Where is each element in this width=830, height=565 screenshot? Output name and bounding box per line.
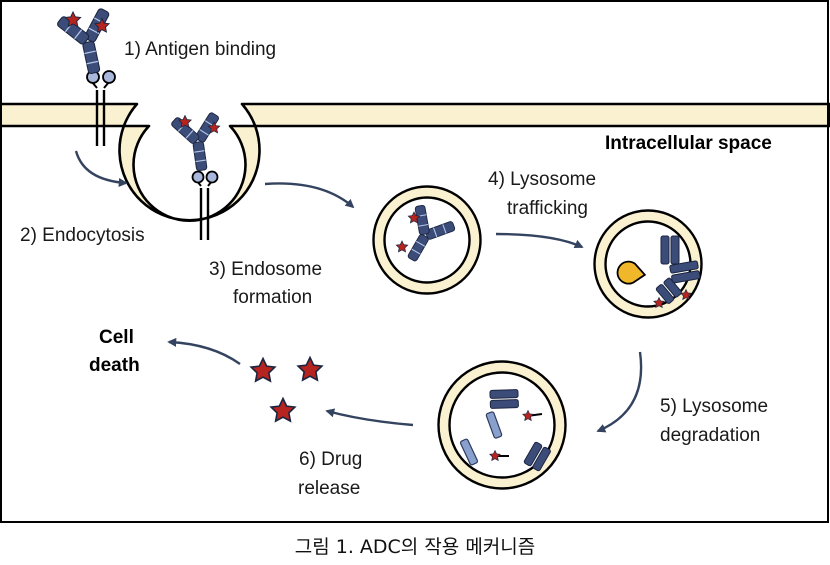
label-antigen-binding: 1) Antigen binding bbox=[124, 39, 276, 60]
receptor-endocytosis bbox=[191, 170, 219, 240]
endosome bbox=[372, 185, 482, 295]
arrows bbox=[74, 150, 643, 433]
label-intracellular-space: Intracellular space bbox=[605, 133, 772, 154]
label-lysosome-trafficking-1: 4) Lysosome bbox=[488, 169, 596, 190]
arrow-endocytosis bbox=[74, 150, 128, 187]
lysosome-trafficking bbox=[593, 209, 703, 319]
label-cell-death-2: death bbox=[89, 355, 140, 376]
cell-membrane bbox=[0, 102, 830, 222]
released-payload bbox=[250, 356, 323, 422]
label-cell-death-1: Cell bbox=[99, 327, 134, 348]
label-lysosome-trafficking-2: trafficking bbox=[507, 198, 588, 219]
lysosome-degradation bbox=[437, 360, 567, 490]
figure-border bbox=[0, 0, 829, 523]
label-drug-release-2: release bbox=[298, 478, 360, 499]
label-lysosome-degradation-2: degradation bbox=[660, 425, 760, 446]
adc-antibody-step2 bbox=[168, 110, 228, 175]
adc-antibody-step1 bbox=[54, 5, 122, 80]
arrow-trafficking bbox=[495, 232, 584, 249]
arrow-degradation bbox=[596, 351, 643, 433]
receptor-surface bbox=[86, 70, 116, 146]
arrow-endosome bbox=[264, 182, 355, 209]
label-endosome-formation-1: 3) Endosome bbox=[209, 259, 322, 280]
arrow-release bbox=[325, 408, 414, 427]
lysosomal-enzyme bbox=[616, 260, 647, 285]
figure-caption: 그림 1. ADC의 작용 메커니즘 bbox=[295, 536, 536, 558]
label-endocytosis: 2) Endocytosis bbox=[20, 225, 145, 246]
label-drug-release-1: 6) Drug bbox=[299, 449, 362, 470]
label-lysosome-degradation-1: 5) Lysosome bbox=[660, 396, 768, 417]
arrow-cell-death bbox=[167, 337, 241, 365]
label-endosome-formation-2: formation bbox=[233, 287, 312, 308]
